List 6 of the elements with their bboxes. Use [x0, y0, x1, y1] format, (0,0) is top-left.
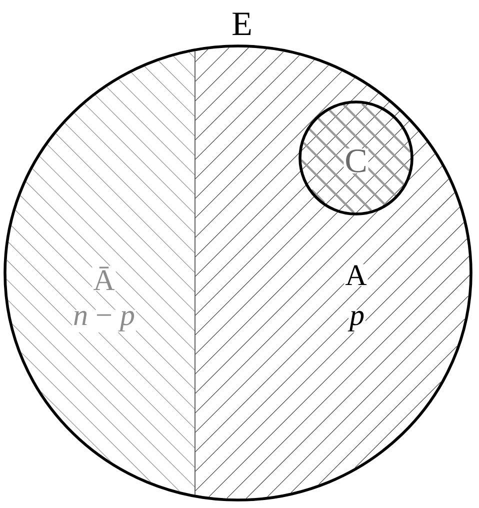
count-label: p: [348, 310, 366, 332]
set-label: C: [344, 148, 368, 174]
count-label: n − p: [72, 310, 136, 332]
set-label: A: [344, 264, 368, 286]
set-label: Ā: [92, 266, 116, 291]
set-label: E: [230, 12, 254, 36]
